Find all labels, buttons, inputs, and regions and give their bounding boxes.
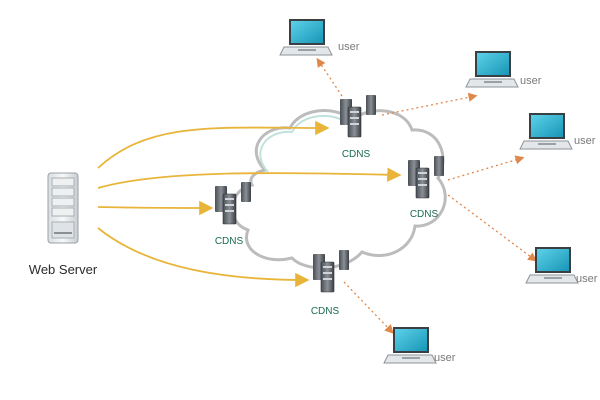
server-rack-icon xyxy=(340,95,376,138)
cdns-label: CDNS xyxy=(215,236,244,247)
origin-arrow-cdns-top xyxy=(97,120,330,169)
laptop-icon xyxy=(465,51,519,88)
cdns-node-left: CDNS xyxy=(215,182,251,247)
cdns-node-top: CDNS xyxy=(340,95,376,160)
user-node-2: user xyxy=(465,51,542,88)
user-node-3: user xyxy=(519,113,596,150)
cdns-label: CDNS xyxy=(410,209,439,220)
user-label: user xyxy=(434,352,456,364)
cdns-label: CDNS xyxy=(311,306,340,317)
server-rack-icon xyxy=(215,182,251,225)
user-label: user xyxy=(520,75,542,87)
user-arrow-4 xyxy=(447,194,538,262)
user-links xyxy=(316,57,538,334)
user-label: user xyxy=(338,41,360,53)
cloud-network xyxy=(230,109,447,270)
laptop-icon xyxy=(383,327,437,364)
laptop-icon xyxy=(525,247,579,284)
user-node-5: user xyxy=(383,327,456,364)
user-label: user xyxy=(576,273,598,285)
web-server-label: Web Server xyxy=(29,262,98,277)
server-rack-icon xyxy=(408,156,444,199)
origin-links xyxy=(97,120,402,288)
user-arrow-3 xyxy=(447,155,525,181)
user-arrow-1 xyxy=(316,57,343,97)
laptop-icon xyxy=(279,19,333,56)
web-server-node: Web Server xyxy=(29,172,98,277)
origin-arrow-cdns-right xyxy=(97,167,402,189)
origin-arrow-cdns-left xyxy=(97,200,214,216)
server-tower-icon xyxy=(47,172,79,244)
user-node-4: user xyxy=(525,247,598,285)
server-rack-icon xyxy=(313,250,349,293)
cdns-label: CDNS xyxy=(342,149,371,160)
user-label: user xyxy=(574,135,596,147)
cdns-node-right: CDNS xyxy=(408,156,444,220)
user-arrow-5 xyxy=(343,281,394,334)
origin-arrow-cdns-bottom xyxy=(97,227,310,288)
user-node-1: user xyxy=(279,19,360,56)
user-arrow-2 xyxy=(381,92,478,116)
laptop-icon xyxy=(519,113,573,150)
cdns-node-bottom: CDNS xyxy=(311,250,349,317)
